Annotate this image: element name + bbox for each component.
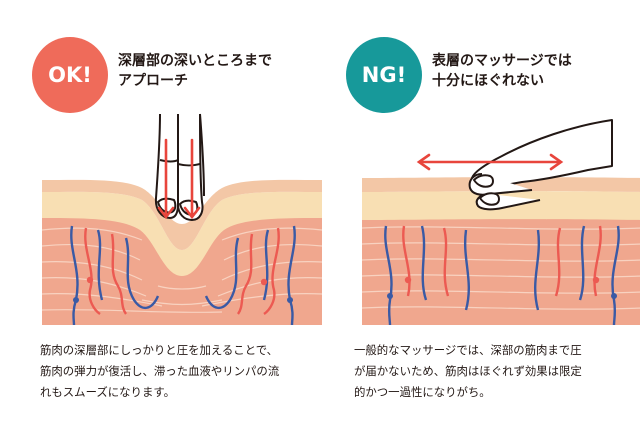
ok-pressure-arrows	[157, 138, 201, 220]
ok-headline: 深層部の深いところまで アプローチ	[118, 51, 272, 91]
ok-badge: OK!	[32, 37, 108, 113]
ok-muscle-fibers	[42, 227, 322, 314]
ng-muscle-layer	[362, 211, 640, 325]
ng-body-line-1: 一般的なマッサージでは、深部の筋肉まで圧	[354, 343, 582, 357]
ok-finger	[154, 113, 205, 221]
ng-illustration	[362, 119, 640, 325]
ok-headline-line-2: アプローチ	[118, 73, 188, 89]
ok-headline-line-1: 深層部の深いところまで	[118, 53, 272, 69]
ok-blood-vessels	[84, 227, 280, 315]
ng-hand	[468, 119, 613, 211]
ng-panel: NG! 表層のマッサージでは 十分にほぐれない	[320, 0, 640, 443]
ng-headline: 表層のマッサージでは 十分にほぐれない	[432, 51, 572, 91]
ok-body-line-1: 筋肉の深層部にしっかりと圧を加えることで、	[40, 343, 279, 357]
ng-rubbing-arrow	[416, 153, 564, 171]
ok-body-line-2: 筋肉の弾力が復活し、滞った血液やリンパの流	[40, 364, 280, 378]
ok-skin-layer	[42, 179, 322, 250]
ng-body-line-2: が届かないため、筋肉はほぐれず効果は限定	[354, 364, 582, 378]
ng-muscle-fibers	[362, 226, 640, 310]
ok-fat-layer	[42, 191, 322, 276]
ng-badge: NG!	[346, 37, 422, 113]
ng-lymph-vessels	[384, 225, 620, 325]
ng-headline-line-1: 表層のマッサージでは	[432, 53, 572, 69]
ok-panel: OK! 深層部の深いところまで アプローチ	[32, 37, 322, 403]
ng-headline-line-2: 十分にほぐれない	[432, 73, 544, 89]
ok-body-text: 筋肉の深層部にしっかりと圧を加えることで、 筋肉の弾力が復活し、滞った血液やリン…	[40, 340, 279, 403]
ng-blood-vessels	[402, 225, 602, 297]
ng-body-text: 一般的なマッサージでは、深部の筋肉まで圧 が届かないため、筋肉はほぐれず効果は限…	[354, 340, 582, 403]
ng-body-line-3: 的かつ一過性になりがち。	[354, 385, 491, 399]
ok-illustration	[42, 113, 322, 325]
ok-body-line-3: れもスムーズになります。	[40, 385, 175, 399]
